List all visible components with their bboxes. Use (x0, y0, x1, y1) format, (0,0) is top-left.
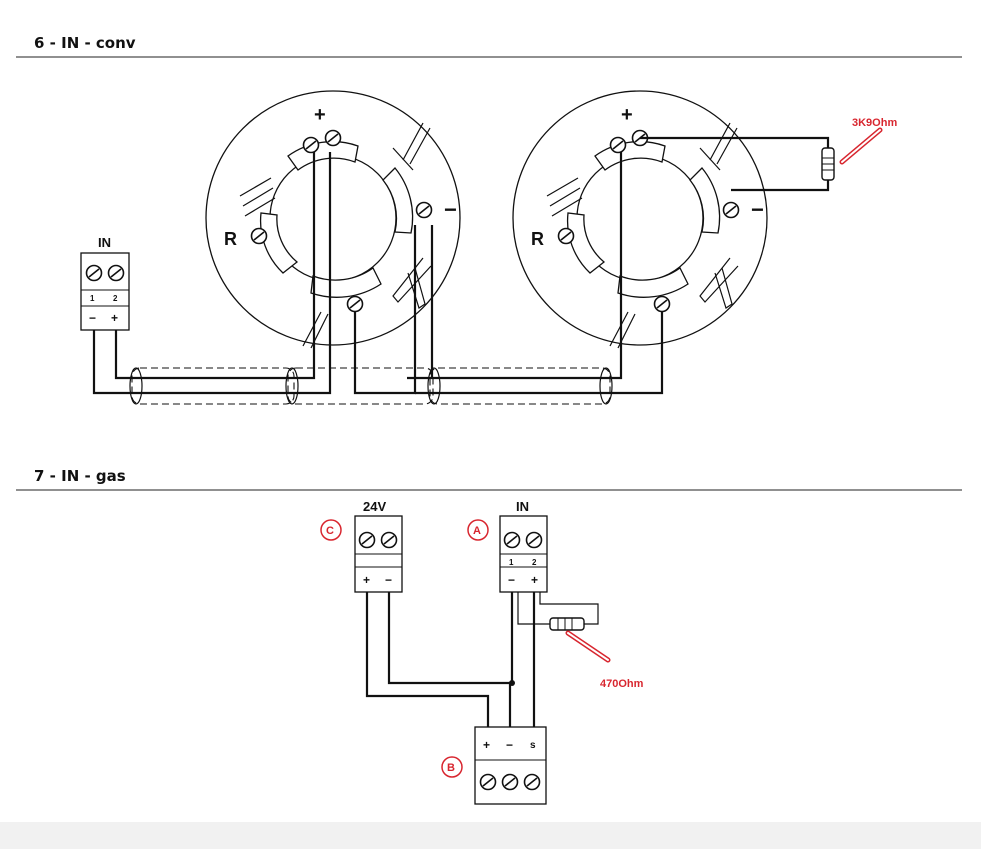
pin-label: 1 (509, 558, 514, 567)
r-mark: R (531, 229, 544, 249)
plus-label: + (483, 738, 490, 752)
tag-badge-b (441, 756, 463, 778)
resistor-value-label: 3K9Ohm (852, 117, 897, 129)
conv-wiring: 3K9Ohm (92, 117, 897, 405)
signal-label: s (530, 740, 536, 751)
screw-icon (501, 773, 519, 791)
plus-label: + (111, 311, 118, 325)
pin-label: 2 (113, 294, 118, 303)
section-title-gas: 7 - IN - gas (34, 467, 126, 485)
plus-label: + (363, 573, 370, 587)
screw-icon (653, 295, 671, 313)
screw-icon (479, 773, 497, 791)
gas-sensor-terminal: + − s B (441, 726, 547, 805)
screw-icon (324, 129, 342, 147)
screw-icon (722, 201, 740, 219)
screw-icon (525, 531, 543, 549)
pin-label: 2 (532, 558, 537, 567)
screw-icon (346, 295, 364, 313)
plus-mark: + (621, 104, 633, 126)
screw-icon (609, 136, 627, 154)
screw-icon (415, 201, 433, 219)
screw-icon (523, 773, 541, 791)
in-terminal-block: IN 1 2 − + (80, 235, 130, 331)
minus-label: − (508, 573, 515, 587)
tag-badge-c (320, 519, 342, 541)
minus-mark: − (444, 197, 457, 222)
screw-icon (557, 227, 575, 245)
screw-icon (358, 531, 376, 549)
tag-badge-a (467, 519, 489, 541)
plus-mark: + (314, 104, 326, 126)
r-mark: R (224, 229, 237, 249)
screw-icon (250, 227, 268, 245)
minus-label: − (385, 573, 392, 587)
plus-label: + (531, 573, 538, 587)
detector-base-1: + − R (205, 90, 461, 349)
minus-label: − (506, 738, 513, 752)
resistor-icon (549, 617, 585, 631)
screw-icon (107, 264, 125, 282)
minus-mark: − (751, 197, 764, 222)
page-bottom-band (0, 822, 981, 849)
pin-label: 1 (90, 294, 95, 303)
screw-icon (380, 531, 398, 549)
tag-c-label: C (326, 525, 334, 537)
tag-b-label: B (447, 762, 455, 774)
resistor-value-label: 470Ohm (600, 678, 644, 690)
in-terminal-title: IN (98, 235, 111, 250)
screw-icon (302, 136, 320, 154)
detector-base-2: + − R (512, 90, 768, 349)
psu-title: 24V (363, 499, 386, 514)
section-conv: 6 - IN - conv IN 1 2 − + + − R (16, 34, 962, 405)
screw-icon (503, 531, 521, 549)
in-terminal-block-gas: IN 1 2 − + A (467, 499, 548, 593)
psu-terminal-block: 24V + − C (320, 499, 403, 593)
tag-a-label: A (473, 525, 481, 537)
gas-wiring: 470Ohm (365, 592, 644, 727)
minus-label: − (89, 311, 96, 325)
section-title-conv: 6 - IN - conv (34, 34, 136, 52)
in-terminal-title: IN (516, 499, 529, 514)
screw-icon (85, 264, 103, 282)
section-gas: 7 - IN - gas 24V + − C IN 1 2 − + (16, 467, 962, 805)
